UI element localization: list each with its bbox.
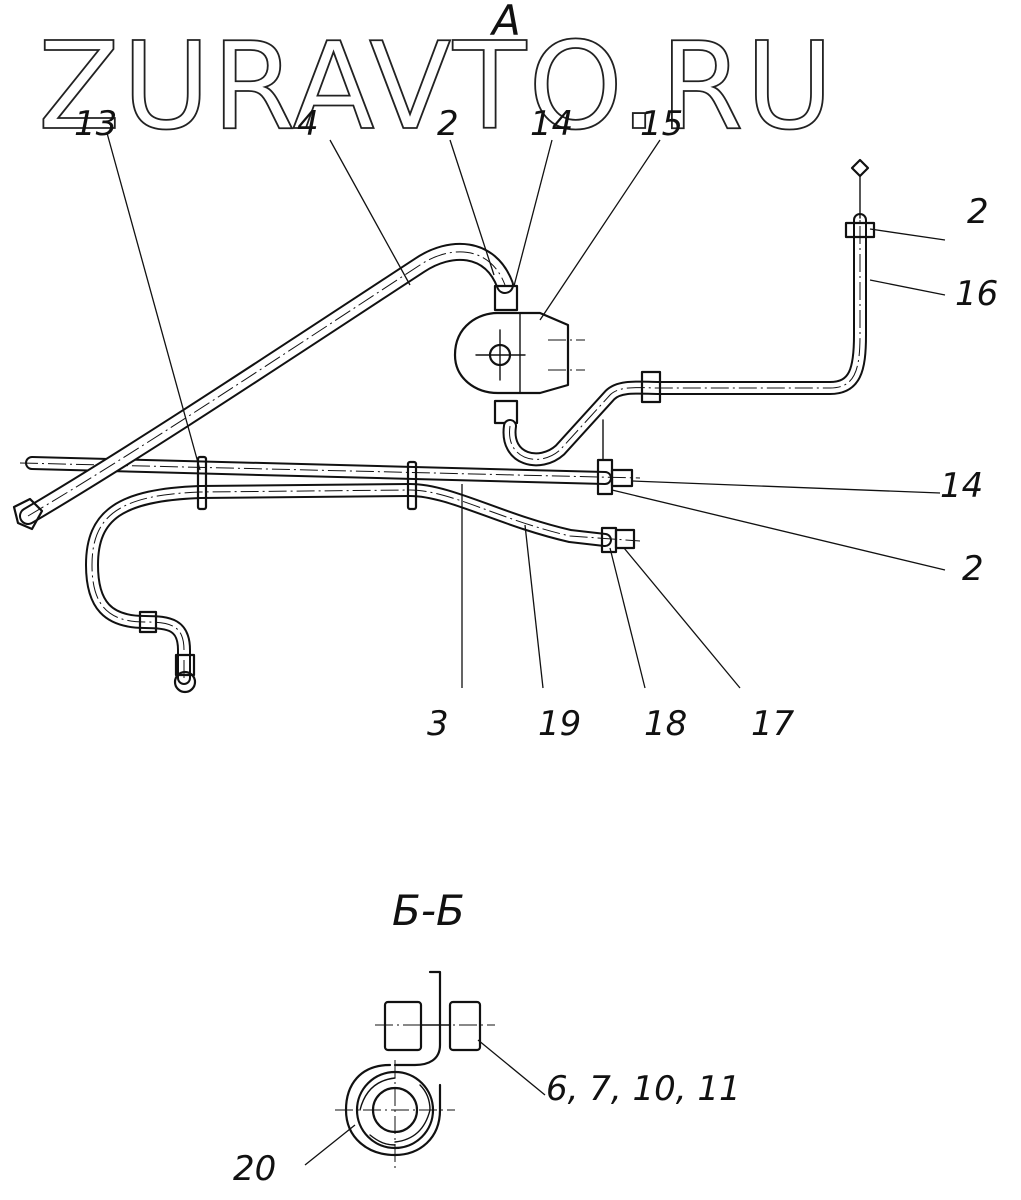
callout-3: 3	[427, 704, 449, 744]
leader-lines	[106, 132, 946, 1166]
watermark: ZURAVTO.RU	[38, 18, 835, 157]
fitting-17	[600, 526, 636, 554]
callout-20: 20	[233, 1149, 276, 1189]
callout-14-right: 14	[940, 466, 983, 506]
view-title-main: A	[489, 0, 521, 45]
callout-2-lower: 2	[962, 549, 984, 589]
pipe-19	[85, 483, 641, 694]
view-title-section: Б-Б	[392, 886, 465, 935]
callout-17: 17	[751, 704, 795, 744]
unit-15	[453, 284, 585, 425]
callout-15: 15	[640, 104, 683, 144]
section-view	[335, 970, 495, 1170]
fitting-14-right	[596, 419, 634, 496]
callout-6-7-10-11: 6, 7, 10, 11	[546, 1069, 741, 1109]
callout-13: 13	[74, 104, 117, 144]
callout-19: 19	[538, 704, 581, 744]
clamp-13	[196, 455, 208, 511]
clamp-middle	[406, 460, 418, 511]
callout-2-right: 2	[967, 192, 989, 232]
callout-4: 4	[297, 104, 319, 144]
pipe-16	[502, 158, 876, 467]
callout-18: 18	[644, 704, 687, 744]
callout-2-top: 2	[437, 104, 459, 144]
hose-4	[12, 243, 514, 531]
callout-16: 16	[955, 274, 998, 314]
callout-14-top: 14	[530, 104, 573, 144]
